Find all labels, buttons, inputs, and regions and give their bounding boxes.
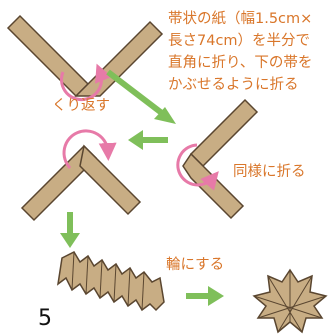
folded-strip-l	[176, 98, 259, 220]
ring-shape	[252, 268, 328, 334]
folded-strip-inverted-v	[20, 129, 142, 222]
arrow-to-step2	[106, 69, 176, 124]
rotate-arrow-1	[60, 63, 112, 102]
rotate-arrow-2	[176, 143, 219, 191]
folded-strip-v	[6, 14, 164, 102]
instruction-line: 長さ74cm）を半分で	[168, 33, 311, 49]
instruction-line: 直角に折り、下の帯を	[168, 55, 313, 71]
instruction-text: 帯状の紙（幅1.5cm× 長さ74cm）を半分で 直角に折り、下の帯を かぶせる…	[168, 8, 334, 96]
step-number: 5	[38, 306, 52, 331]
arrow-to-step4	[60, 212, 80, 248]
arrow-to-step5	[186, 286, 224, 306]
accordion-strip	[56, 251, 165, 312]
label-repeat: くり返す	[52, 98, 110, 114]
arrow-to-step3	[128, 130, 168, 150]
label-same-fold: 同様に折る	[233, 164, 306, 180]
instruction-line: かぶせるように折る	[168, 77, 299, 93]
rotate-arrow-3	[62, 129, 117, 170]
instruction-line: 帯状の紙（幅1.5cm×	[168, 11, 313, 27]
label-make-ring: 輪にする	[166, 257, 225, 273]
